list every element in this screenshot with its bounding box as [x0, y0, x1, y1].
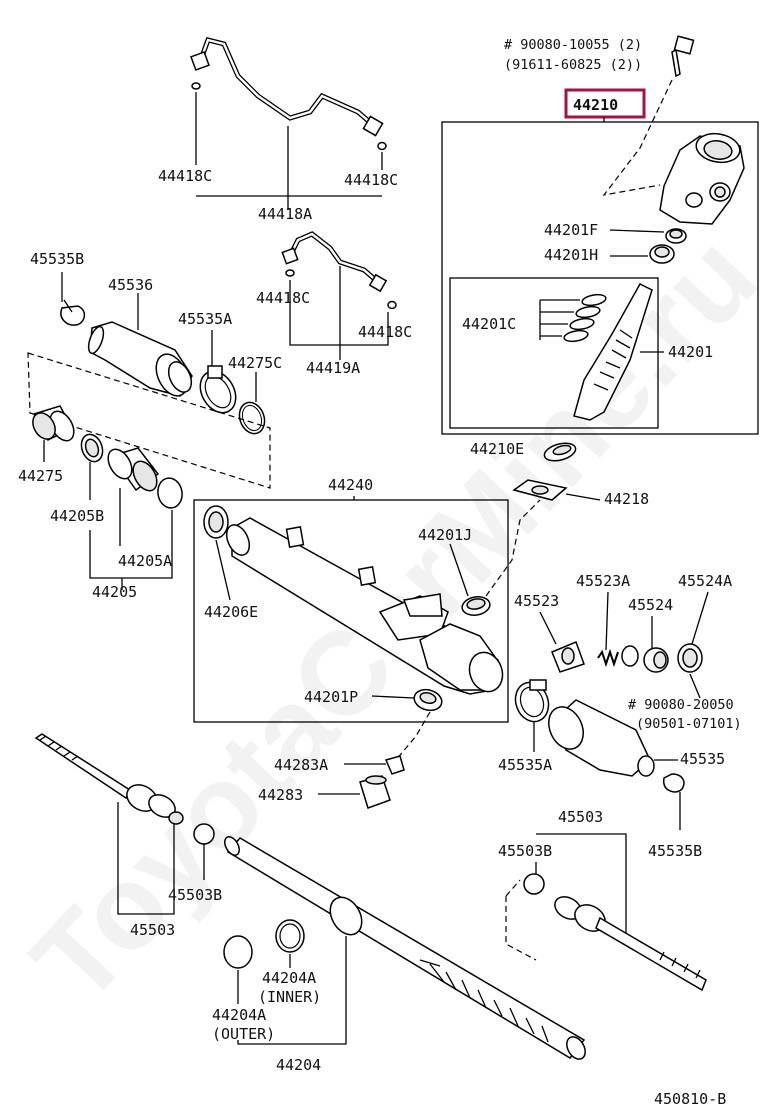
o-ring-44418c-b[interactable]	[377, 141, 387, 151]
seal-rings-44201c[interactable]	[563, 293, 607, 343]
label-45536[interactable]: 45536	[108, 276, 153, 294]
label-44275[interactable]: 44275	[18, 467, 63, 485]
o-ring-44205a[interactable]	[156, 476, 185, 510]
label-44201h[interactable]: 44201H	[544, 246, 598, 264]
plug-44201j[interactable]	[461, 595, 492, 618]
label-45535a-bottom[interactable]: 45535A	[498, 756, 552, 774]
label-44204a-inner[interactable]: 44204A	[262, 969, 316, 987]
valve-shaft-44201[interactable]	[573, 283, 653, 421]
rack-guide-45523[interactable]	[551, 641, 585, 673]
box-44210-assembly	[441, 121, 759, 435]
box-44201-valve	[449, 277, 659, 429]
label-45535b-bottom[interactable]: 45535B	[648, 842, 702, 860]
clamp-45535a-bottom[interactable]	[510, 678, 554, 727]
rack-44204[interactable]	[222, 834, 589, 1062]
label-44419a[interactable]: 44419A	[306, 359, 360, 377]
pipe-44418a[interactable]	[190, 37, 384, 137]
label-44201p[interactable]: 44201P	[304, 688, 358, 706]
bushing-44205[interactable]	[103, 445, 161, 495]
label-44275c[interactable]: 44275C	[228, 354, 282, 372]
box-44240-housing	[193, 499, 509, 723]
clamp-45535b-bottom[interactable]	[662, 773, 685, 793]
nut-note-line1: # 90080-20050	[628, 697, 734, 713]
boot-45536[interactable]	[86, 321, 196, 401]
nut-45503b-right[interactable]	[523, 873, 545, 895]
o-ring-44204a-outer[interactable]	[223, 935, 253, 969]
oil-seal-44206e[interactable]	[203, 505, 229, 539]
bushing-44205b[interactable]	[78, 431, 106, 464]
clamp-45535a-top[interactable]	[193, 365, 243, 419]
bushing-44275[interactable]	[28, 405, 78, 445]
label-44204a-outer[interactable]: 44204A	[212, 1006, 266, 1024]
o-ring-44418c-a[interactable]	[191, 82, 201, 90]
highlight-box-44210	[564, 88, 646, 119]
label-44418c-a[interactable]: 44418C	[158, 167, 212, 185]
nut-note-line2: (90501-07101)	[636, 716, 742, 732]
clamp-45535b-top[interactable]	[60, 299, 86, 326]
label-45503b-right[interactable]: 45503B	[498, 842, 552, 860]
tie-rod-45503-left[interactable]	[34, 733, 184, 825]
ring-44275c[interactable]	[235, 399, 268, 437]
boot-45535[interactable]	[542, 699, 655, 777]
nut-45524a[interactable]	[677, 643, 703, 673]
ring-44204a-inner[interactable]	[275, 919, 305, 953]
bearing-44201h[interactable]	[649, 244, 675, 264]
bushing-44283a[interactable]	[384, 755, 405, 775]
label-44210[interactable]: 44210	[573, 96, 618, 114]
outer-note: (OUTER)	[212, 1025, 275, 1043]
bolt-note-line2: (91611-60825 (2))	[504, 57, 642, 73]
label-45524[interactable]: 45524	[628, 596, 673, 614]
o-ring-44418c-c[interactable]	[285, 269, 295, 277]
oil-seal-44201f[interactable]	[665, 228, 687, 244]
nut-45503b-left[interactable]	[193, 823, 215, 845]
o-ring-44418c-d[interactable]	[387, 300, 397, 310]
label-44418c-b[interactable]: 44418C	[344, 171, 398, 189]
label-44240[interactable]: 44240	[328, 476, 373, 494]
label-44205[interactable]: 44205	[92, 583, 137, 601]
o-ring-45524[interactable]	[621, 645, 639, 667]
diagram-id: 450810-B	[654, 1090, 726, 1108]
label-44204[interactable]: 44204	[276, 1056, 321, 1074]
label-44201f[interactable]: 44201F	[544, 221, 598, 239]
label-44206e[interactable]: 44206E	[204, 603, 258, 621]
pipe-44419a[interactable]	[281, 231, 388, 293]
label-44418a[interactable]: 44418A	[258, 205, 312, 223]
dashed-group-44275	[27, 352, 271, 489]
valve-housing-44210[interactable]	[659, 130, 745, 225]
label-44418c-d[interactable]: 44418C	[358, 323, 412, 341]
spring-45523a[interactable]	[597, 648, 619, 668]
label-44283[interactable]: 44283	[258, 786, 303, 804]
plug-44201p[interactable]	[412, 687, 444, 714]
label-44418c-c[interactable]: 44418C	[256, 289, 310, 307]
bushing-44210e[interactable]	[542, 440, 577, 464]
label-45503b-left[interactable]: 45503B	[168, 886, 222, 904]
label-44218[interactable]: 44218	[604, 490, 649, 508]
label-45535b-top[interactable]: 45535B	[30, 250, 84, 268]
gasket-44218[interactable]	[512, 479, 568, 501]
label-45524a[interactable]: 45524A	[678, 572, 732, 590]
inner-note: (INNER)	[258, 988, 321, 1006]
bolt-note-line1: # 90080-10055 (2)	[504, 37, 642, 53]
label-44205b[interactable]: 44205B	[50, 507, 104, 525]
labels: # 90080-10055 (2) (91611-60825 (2)) 4421…	[18, 37, 742, 1108]
label-44201j[interactable]: 44201J	[418, 526, 472, 544]
label-44283a[interactable]: 44283A	[274, 756, 328, 774]
tie-rod-45503-right[interactable]	[551, 892, 707, 992]
label-45535a-top[interactable]: 45535A	[178, 310, 232, 328]
label-44205a[interactable]: 44205A	[118, 552, 172, 570]
label-44210e[interactable]: 44210E	[470, 440, 524, 458]
label-45503-right[interactable]: 45503	[558, 808, 603, 826]
bushing-44283[interactable]	[359, 775, 391, 809]
bolt-90080-10055[interactable]	[671, 35, 695, 78]
label-44201c[interactable]: 44201C	[462, 315, 516, 333]
label-45535-bottom[interactable]: 45535	[680, 750, 725, 768]
label-44201[interactable]: 44201	[668, 343, 713, 361]
housing-44240[interactable]	[222, 517, 508, 696]
cap-45524[interactable]	[643, 647, 669, 673]
label-45503-left[interactable]: 45503	[130, 921, 175, 939]
label-45523a[interactable]: 45523A	[576, 572, 630, 590]
label-45523[interactable]: 45523	[514, 592, 559, 610]
